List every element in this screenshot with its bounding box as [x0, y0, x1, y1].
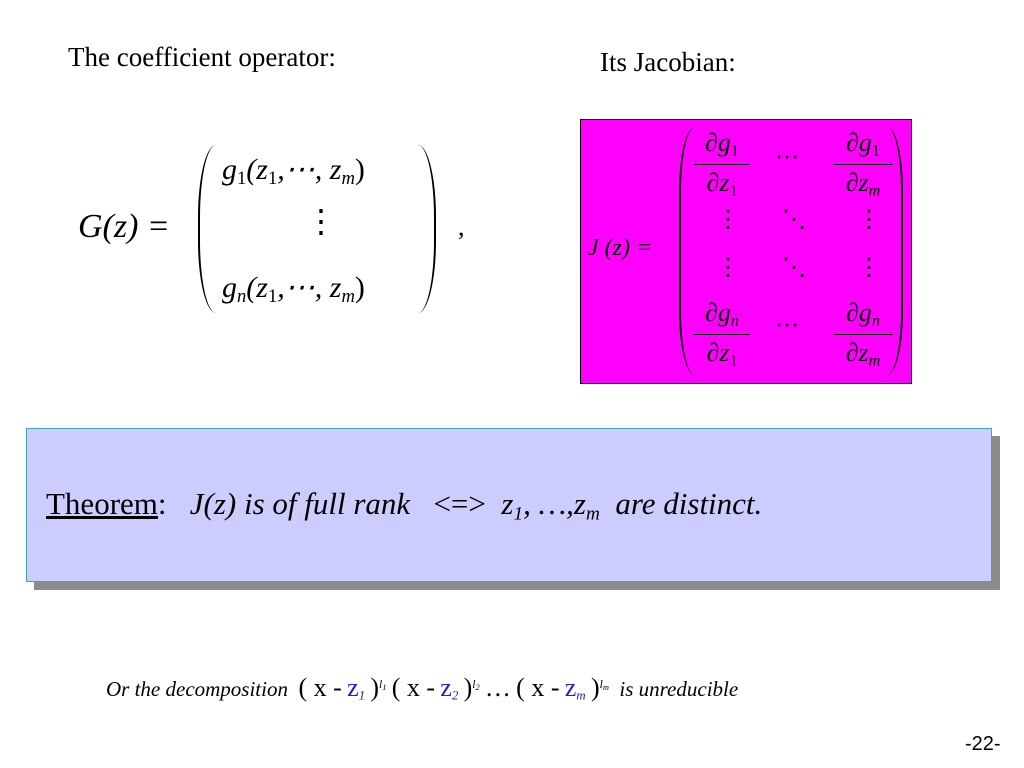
jacobian-right-paren	[887, 127, 903, 375]
gz-comma: ,	[458, 212, 465, 241]
jacobian-vdots-r2c3: ⋮	[857, 255, 881, 281]
jacobian-lhs: J (z) =	[588, 235, 653, 261]
theorem-label: Theorem	[46, 486, 158, 521]
gz-left-paren	[198, 145, 216, 313]
jacobian-entry-nm: ∂gn ∂zm	[833, 300, 893, 369]
theorem-text: Theorem: J(z) is of full rank <=> z1, …,…	[46, 486, 763, 525]
jacobian-hdots-bottom: ···	[775, 313, 799, 339]
decomposition-line: Or the decomposition ( x - z1 )l1 ( x - …	[106, 673, 739, 703]
theorem-box	[26, 428, 992, 582]
theorem-statement: J(z) is of full rank	[189, 486, 411, 521]
jacobian-entry-1m: ∂g1 ∂zm	[833, 130, 893, 199]
gz-row-n: gn(z1,⋯, zm)	[222, 271, 365, 308]
jacobian-heading: Its Jacobian:	[600, 47, 736, 77]
jacobian-ddots-r2: ⋱	[782, 255, 806, 281]
page-number: -22-	[965, 733, 1001, 755]
jacobian-vdots-r1c3: ⋮	[857, 207, 881, 233]
coefficient-operator-heading: The coefficient operator:	[68, 42, 336, 72]
jacobian-box	[580, 119, 912, 384]
jacobian-entry-11: ∂g1 ∂z1	[694, 130, 750, 199]
gz-lhs: G(z) =	[78, 208, 170, 245]
theorem-iff: <=>	[433, 486, 486, 521]
jacobian-hdots-top: ···	[775, 145, 799, 171]
jacobian-left-paren	[679, 127, 695, 375]
jacobian-vdots-r1c1: ⋮	[716, 207, 740, 233]
gz-vdots: ⋮	[305, 203, 337, 239]
gz-right-paren	[418, 145, 436, 313]
jacobian-entry-n1: ∂gn ∂z1	[694, 300, 750, 369]
jacobian-vdots-r2c1: ⋮	[716, 255, 740, 281]
gz-row-1: g1(z1,⋯, zm)	[222, 153, 365, 190]
jacobian-ddots-r1: ⋱	[782, 207, 806, 233]
